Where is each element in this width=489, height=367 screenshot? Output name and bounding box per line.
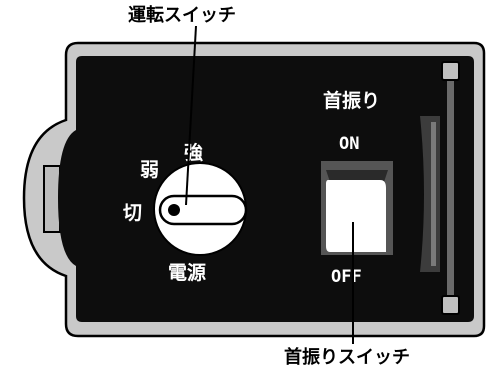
run-knob[interactable] [153,162,248,256]
swing-switch-callout: 首振りスイッチ [284,346,410,367]
swing-rocker-switch[interactable] [321,161,393,255]
swing-on-label: ON [339,134,359,154]
panel-face [58,56,474,322]
run-switch-leader [185,25,197,206]
dial-label-strong: 強 [184,142,203,164]
dial-label-off: 切 [123,202,142,224]
swing-off-label: OFF [331,267,362,287]
hinge-stripe [431,122,436,266]
rail-cap-top [441,61,460,81]
dial-label-weak: 弱 [140,159,159,181]
dial-label-power: 電源 [168,261,206,284]
side-rail [447,78,454,306]
knob-indicator-dot [168,204,180,216]
rocker-face[interactable] [326,180,386,252]
knob-grip[interactable] [158,194,248,226]
rail-cap-bottom [441,295,460,315]
panel-tab [43,165,61,233]
rocker-top[interactable] [326,170,388,182]
run-switch-callout: 運転スイッチ [128,4,236,26]
swing-title: 首振り [323,89,380,112]
